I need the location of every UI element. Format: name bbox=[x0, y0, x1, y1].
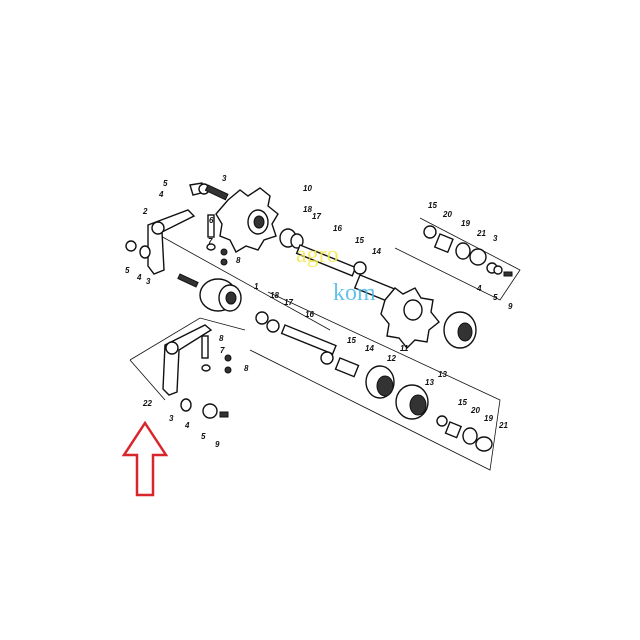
part-label: 21 bbox=[498, 421, 508, 430]
part-label: 11 bbox=[400, 344, 409, 353]
part-label: 10 bbox=[303, 184, 312, 193]
part-label: 15 bbox=[458, 398, 467, 407]
part-label: 8 bbox=[244, 364, 249, 373]
part-label: 22 bbox=[142, 399, 152, 408]
part-label: 6 bbox=[209, 216, 214, 225]
watermark-line2: kom bbox=[333, 280, 376, 306]
part-label: 16 bbox=[333, 224, 342, 233]
part-label: 3 bbox=[146, 277, 151, 286]
part-label: 16 bbox=[305, 310, 314, 319]
part-label: 4 bbox=[136, 273, 142, 282]
part-label: 21 bbox=[476, 229, 486, 238]
part-labels: 5 4 3 10 2 6 7 8 5 4 3 18 17 1 18 17 16 … bbox=[125, 174, 513, 449]
part-label: 3 bbox=[169, 414, 174, 423]
part-label: 4 bbox=[184, 421, 190, 430]
part-label: 3 bbox=[493, 234, 498, 243]
up-arrow-icon bbox=[121, 420, 169, 497]
lower-assembly bbox=[162, 311, 493, 452]
part-label: 8 bbox=[236, 256, 241, 265]
frame-lines bbox=[129, 217, 521, 471]
part-label: 3 bbox=[222, 174, 227, 183]
part-label: 9 bbox=[215, 440, 220, 449]
part-label: 20 bbox=[470, 406, 480, 415]
part-label: 14 bbox=[365, 344, 374, 353]
part-label: 4 bbox=[158, 190, 164, 199]
part-label: 19 bbox=[461, 219, 470, 228]
part-label: 13 bbox=[438, 370, 447, 379]
part-label: 9 bbox=[508, 302, 513, 311]
part-label: 17 bbox=[312, 212, 321, 221]
part-label: 19 bbox=[484, 414, 493, 423]
part-label: 18 bbox=[303, 205, 312, 214]
part-label: 14 bbox=[372, 247, 381, 256]
upper-assembly bbox=[125, 182, 513, 350]
part-label: 5 bbox=[125, 266, 130, 275]
part-label: 18 bbox=[270, 291, 279, 300]
part-label: 15 bbox=[428, 201, 437, 210]
part-label: 7 bbox=[220, 346, 225, 355]
part-label: 7 bbox=[208, 237, 213, 246]
part-label: 12 bbox=[387, 354, 396, 363]
part-label: 20 bbox=[442, 210, 452, 219]
part-label: 2 bbox=[142, 207, 148, 216]
part-label: 5 bbox=[493, 293, 498, 302]
part-label: 8 bbox=[219, 334, 224, 343]
part-label: 17 bbox=[284, 298, 293, 307]
part-label: 15 bbox=[355, 236, 364, 245]
part-label: 13 bbox=[425, 378, 434, 387]
part-label: 5 bbox=[201, 432, 206, 441]
part-label: 1 bbox=[254, 282, 259, 291]
part-label: 4 bbox=[476, 284, 482, 293]
part-label: 15 bbox=[347, 336, 356, 345]
watermark-line1: agro bbox=[296, 242, 339, 268]
part-label: 5 bbox=[163, 179, 168, 188]
